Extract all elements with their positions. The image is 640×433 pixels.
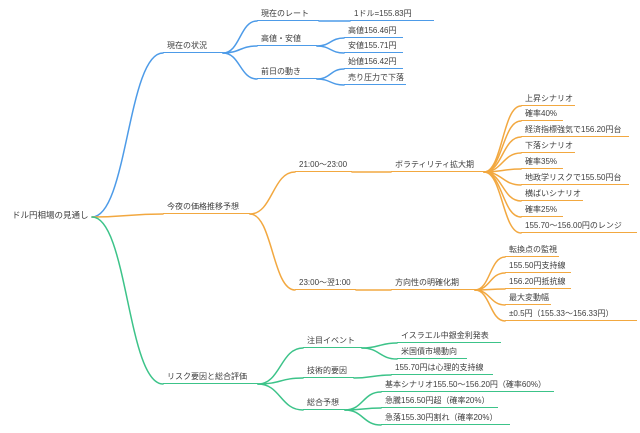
link-risk-forecast bbox=[257, 383, 304, 411]
link-highlow-high bbox=[316, 37, 345, 47]
node-resistance-156-20[interactable]: 156.20円抵抗線 bbox=[505, 276, 571, 289]
node-geopolitical-155-50[interactable]: 地政学リスクで155.50円台 bbox=[521, 172, 629, 185]
link-forecast-base bbox=[344, 391, 382, 411]
link-prevday-sell bbox=[316, 78, 345, 86]
node-volatility-expansion[interactable]: ボラティリティ拡大期 bbox=[391, 159, 484, 172]
link-risk-technical bbox=[257, 377, 304, 385]
node-low[interactable]: 安値155.71円 bbox=[344, 40, 403, 53]
link-direction-support bbox=[474, 272, 506, 291]
link-volatility-prob40 bbox=[483, 120, 522, 173]
link-tonight-time1 bbox=[249, 171, 296, 215]
link-current-status-prevday bbox=[222, 52, 258, 80]
link-current-status-highlow bbox=[222, 45, 258, 54]
node-plusminus-05[interactable]: ±0.5円（155.33〜156.33円） bbox=[505, 308, 637, 321]
link-risk-events bbox=[257, 347, 304, 385]
node-high[interactable]: 高値156.46円 bbox=[344, 25, 403, 38]
node-current-rate[interactable]: 現在のレート bbox=[257, 8, 319, 21]
node-prob-25[interactable]: 確率25% bbox=[521, 204, 563, 217]
node-root[interactable]: ドル円相場の見通し bbox=[12, 210, 89, 220]
node-tonight-forecast[interactable]: 今夜の価格推移予想 bbox=[163, 201, 250, 214]
link-technical-psych bbox=[353, 374, 392, 379]
node-down-scenario[interactable]: 下落シナリオ bbox=[521, 140, 575, 153]
node-turning-point-watch[interactable]: 転換点の監視 bbox=[505, 244, 559, 257]
link-highlow-low bbox=[316, 45, 345, 54]
link-forecast-plunge bbox=[344, 409, 382, 426]
node-econ-indicator-156-20[interactable]: 経済指標強気で156.20円台 bbox=[521, 124, 629, 137]
link-tonight-time2 bbox=[249, 213, 296, 291]
node-us-treasury-trend[interactable]: 米国債市場動向 bbox=[397, 346, 467, 359]
node-up-scenario[interactable]: 上昇シナリオ bbox=[521, 93, 575, 106]
node-support-155-50[interactable]: 155.50円支持線 bbox=[505, 260, 571, 273]
node-base-scenario[interactable]: 基本シナリオ155.50〜156.20円（確率60%） bbox=[381, 379, 554, 392]
node-time-2300-0100[interactable]: 23:00〜翌1:00 bbox=[295, 277, 356, 290]
node-high-low[interactable]: 高値・安値 bbox=[257, 33, 317, 46]
link-volatility-econ bbox=[483, 136, 522, 173]
link-volatility-range bbox=[483, 171, 522, 234]
node-key-events[interactable]: 注目イベント bbox=[303, 335, 362, 348]
node-sell-pressure[interactable]: 売り圧力で下落 bbox=[344, 72, 406, 85]
node-direction-clarify[interactable]: 方向性の明確化期 bbox=[391, 277, 475, 290]
link-current-status-rate bbox=[222, 20, 258, 54]
node-israel-rate-announcement[interactable]: イスラエル中銀金利発表 bbox=[397, 330, 501, 343]
node-current-status[interactable]: 現在の状況 bbox=[163, 40, 223, 53]
link-events-israel bbox=[361, 342, 398, 349]
link-prevday-open bbox=[316, 68, 345, 80]
node-prob-40[interactable]: 確率40% bbox=[521, 108, 563, 121]
link-root-risk-overall bbox=[91, 216, 164, 385]
node-sideways-scenario[interactable]: 横ばいシナリオ bbox=[521, 188, 583, 201]
node-risk-overall[interactable]: リスク要因と総合評価 bbox=[163, 371, 258, 384]
node-prev-day[interactable]: 前日の動き bbox=[257, 66, 317, 79]
node-rate-value[interactable]: 1ドル=155.83円 bbox=[350, 8, 434, 21]
node-prob-35[interactable]: 確率35% bbox=[521, 156, 563, 169]
link-volatility-sideways bbox=[483, 171, 522, 202]
link-direction-plusminus bbox=[474, 289, 506, 322]
node-max-range[interactable]: 最大変動幅 bbox=[505, 292, 551, 305]
link-direction-maxrange bbox=[474, 289, 506, 306]
node-range-155-70-156-00[interactable]: 155.70〜156.00円のレンジ bbox=[521, 220, 637, 233]
node-open-price[interactable]: 始値156.42円 bbox=[344, 56, 403, 69]
node-overall-forecast[interactable]: 総合予想 bbox=[303, 397, 345, 410]
node-surge-scenario[interactable]: 急騰156.50円超（確率20%） bbox=[381, 395, 498, 408]
link-root-current-status bbox=[91, 52, 164, 218]
node-technical-factor[interactable]: 技術的要因 bbox=[303, 365, 354, 378]
link-events-treasury bbox=[361, 347, 398, 360]
node-psych-support-155-70[interactable]: 155.70円は心理的支持線 bbox=[391, 362, 493, 375]
node-time-2100-2300[interactable]: 21:00〜23:00 bbox=[295, 159, 352, 172]
node-plunge-scenario[interactable]: 急落155.30円割れ（確率20%） bbox=[381, 412, 510, 425]
link-root-tonight-forecast bbox=[91, 213, 164, 218]
